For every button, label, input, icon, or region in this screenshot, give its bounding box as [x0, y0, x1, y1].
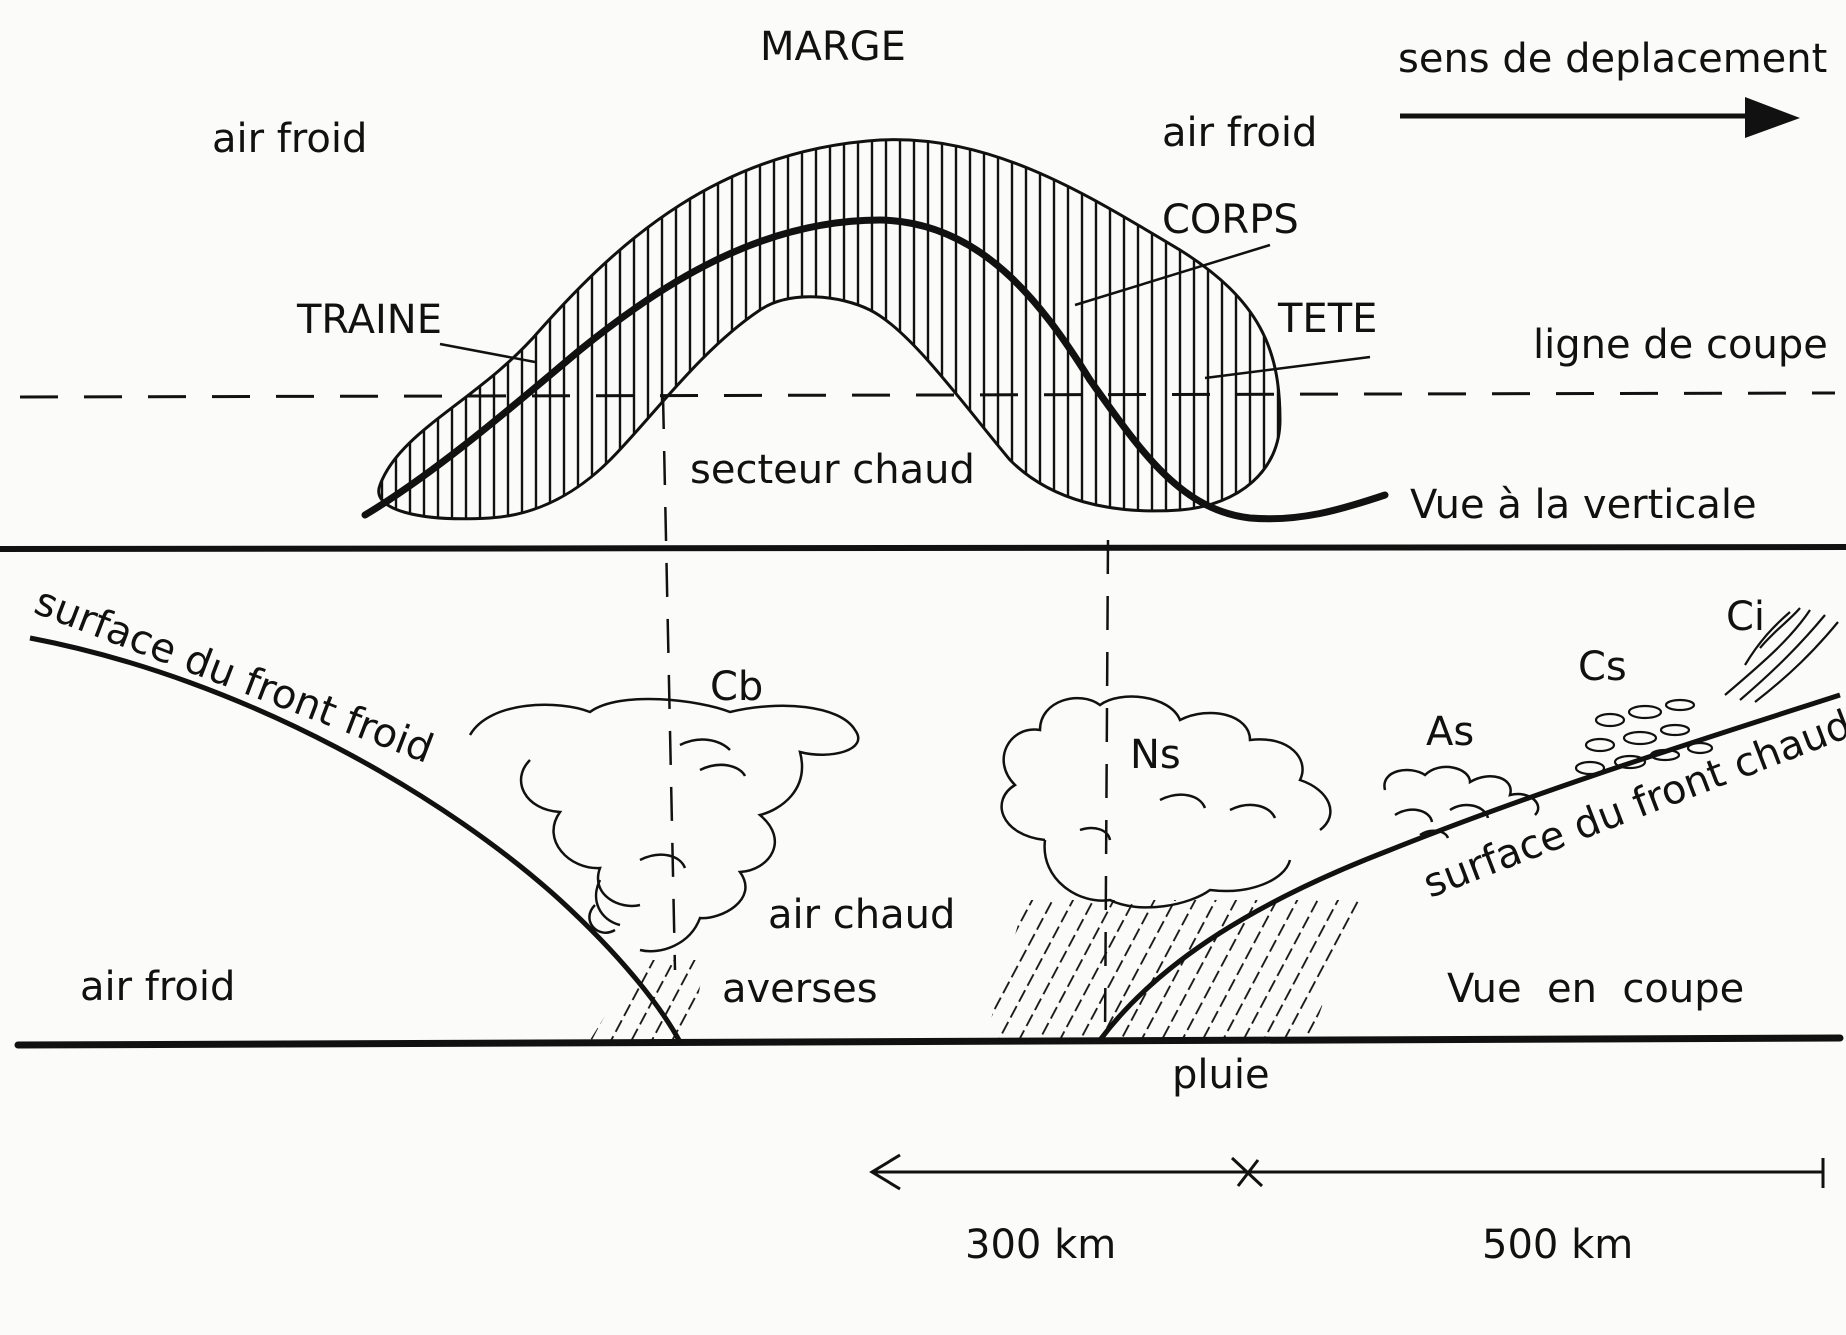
- view-separator: [0, 544, 1846, 552]
- nimbostratus-cloud: [1000, 695, 1332, 909]
- label-cold-front-surface: surface du front froid: [28, 578, 439, 772]
- label-rain: pluie: [1172, 1052, 1270, 1098]
- label-ns: Ns: [1130, 732, 1181, 778]
- cut-line: [19, 391, 1836, 399]
- label-cut-line: ligne de coupe: [1533, 322, 1828, 368]
- distance-scale: 300 km 500 km: [869, 1153, 1825, 1268]
- label-traine: TRAINE: [296, 297, 442, 343]
- label-as: As: [1426, 709, 1474, 755]
- label-top-view: Vue à la verticale: [1410, 482, 1757, 528]
- label-distance-300: 300 km: [965, 1222, 1116, 1268]
- projection-line-cold-front: [661, 394, 677, 971]
- label-tete: TETE: [1277, 296, 1377, 342]
- altostratus-cloud: [1383, 765, 1540, 839]
- leader-traine: [439, 342, 536, 364]
- top-view: MARGE sens de deplacement air froid air …: [0, 24, 1846, 552]
- cumulonimbus-cloud: [468, 697, 860, 953]
- label-cold-air-top-left: air froid: [212, 116, 367, 162]
- label-distance-500: 500 km: [1482, 1222, 1633, 1268]
- cirrus-cloud: [1724, 607, 1839, 703]
- label-cold-air-bottom: air froid: [80, 964, 235, 1010]
- label-cross-section: Vue en coupe: [1447, 966, 1744, 1012]
- label-cb: Cb: [710, 664, 763, 710]
- leader-corps: [1074, 243, 1271, 307]
- label-cs: Cs: [1578, 644, 1627, 690]
- label-warm-sector: secteur chaud: [690, 447, 975, 493]
- ground-line: [14, 1034, 1844, 1049]
- cross-section: surface du front froid Cb Ns As Cs Ci su…: [14, 578, 1846, 1098]
- scale-arrow-left: [869, 1153, 901, 1191]
- label-cold-air-top-right: air froid: [1162, 110, 1317, 156]
- cloud-band: [377, 138, 1282, 521]
- shower-hatching: [590, 960, 705, 1040]
- rain-hatching: [985, 900, 1360, 1040]
- label-showers: averses: [722, 966, 878, 1012]
- scale-mid-tick: [1230, 1156, 1264, 1188]
- label-warm-air: air chaud: [768, 892, 955, 938]
- direction-arrow-head: [1745, 97, 1800, 138]
- front-line: [361, 216, 1389, 523]
- label-marge: MARGE: [760, 24, 906, 70]
- cirrostratus-cloud: [1574, 698, 1714, 776]
- label-corps: CORPS: [1162, 197, 1299, 243]
- label-direction: sens de deplacement: [1398, 36, 1827, 82]
- leader-tete: [1204, 355, 1371, 380]
- label-ci: Ci: [1726, 594, 1765, 640]
